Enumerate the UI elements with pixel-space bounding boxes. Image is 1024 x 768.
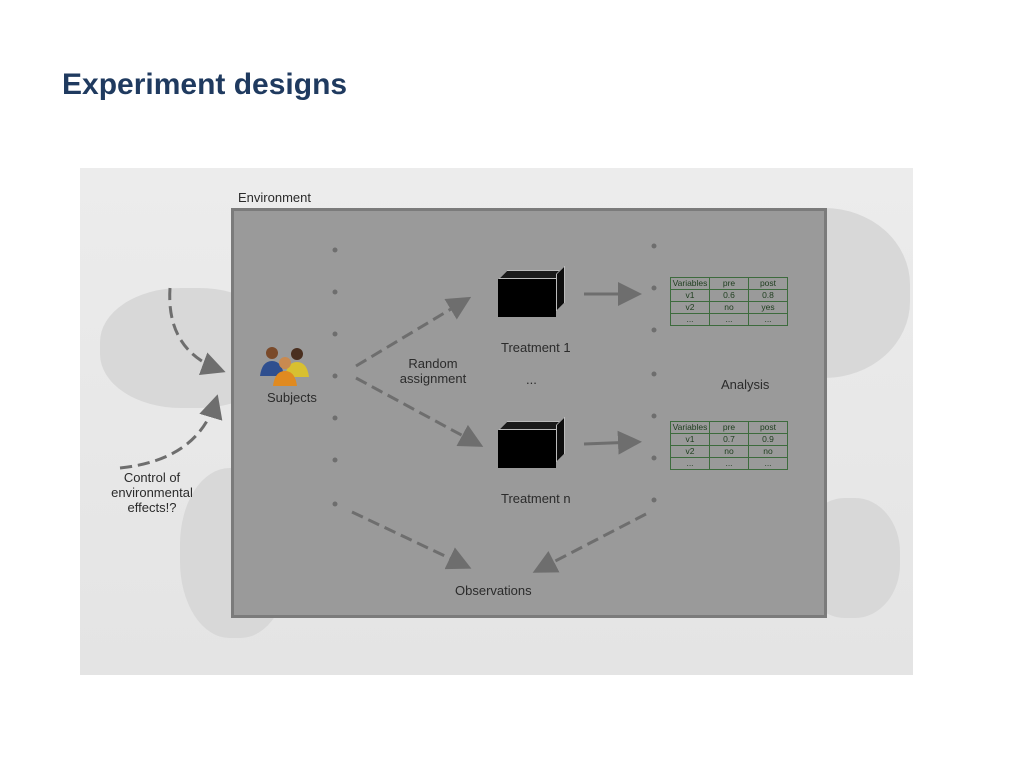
table-header-cell: post <box>748 421 788 434</box>
table-cell: ... <box>748 457 788 470</box>
treatment-n-box <box>498 416 565 468</box>
environment-label: Environment <box>238 190 311 205</box>
table-cell: 0.6 <box>709 289 749 302</box>
observation-arrow-left <box>351 510 472 570</box>
table-cell: yes <box>748 301 788 314</box>
table-row: v1 0.7 0.9 <box>670 433 788 446</box>
table-row: ... ... ... <box>670 457 788 470</box>
table-cell: ... <box>709 313 749 326</box>
table-header-cell: Variables <box>670 421 710 434</box>
observations-label: Observations <box>455 583 532 598</box>
table-cell: ... <box>709 457 749 470</box>
treatment-arrow-n <box>583 430 642 455</box>
dotted-separator <box>332 243 657 507</box>
treatment-1-label: Treatment 1 <box>501 340 571 355</box>
diagram-arrows <box>119 243 657 573</box>
table-row: ... ... ... <box>670 313 788 326</box>
random-assignment-label: Random assignment <box>399 356 467 386</box>
table-cell: ... <box>670 313 710 326</box>
subjects-label: Subjects <box>267 390 317 405</box>
table-header-row: Variables pre post <box>670 421 788 434</box>
table-cell: no <box>709 301 749 314</box>
table-row: v1 0.6 0.8 <box>670 289 788 302</box>
table-row: v2 no no <box>670 445 788 458</box>
table-header-cell: post <box>748 277 788 290</box>
ellipsis-label: ... <box>526 372 537 387</box>
assignment-arrow-up <box>355 296 472 368</box>
observation-arrow-right <box>532 512 647 573</box>
table-cell: ... <box>670 457 710 470</box>
environment-arrow-bottom <box>119 394 223 470</box>
table-cell: v1 <box>670 289 710 302</box>
cube-top <box>498 270 565 279</box>
control-label: Control of environmental effects!? <box>111 470 193 515</box>
table-row: v2 no yes <box>670 301 788 314</box>
table-header-cell: Variables <box>670 277 710 290</box>
slide-title: Experiment designs <box>62 68 348 101</box>
table-cell: v2 <box>670 445 710 458</box>
environment-arrow-top <box>168 287 226 375</box>
table-header-cell: pre <box>709 277 749 290</box>
table-cell: ... <box>748 313 788 326</box>
subjects-icon <box>260 347 309 386</box>
variables-table-2: Variables pre post v1 0.7 0.9 v2 no no .… <box>670 421 788 470</box>
treatment-n-label: Treatment n <box>501 491 571 506</box>
treatment-1-box <box>498 265 565 317</box>
table-cell: no <box>709 445 749 458</box>
table-cell: no <box>748 445 788 458</box>
table-cell: v1 <box>670 433 710 446</box>
variables-table-1: Variables pre post v1 0.6 0.8 v2 no yes … <box>670 277 788 326</box>
table-header-cell: pre <box>709 421 749 434</box>
table-cell: 0.9 <box>748 433 788 446</box>
table-header-row: Variables pre post <box>670 277 788 290</box>
assignment-arrow-down <box>355 376 484 447</box>
table-cell: v2 <box>670 301 710 314</box>
experiment-diagram: Environment <box>80 168 913 675</box>
analysis-label: Analysis <box>721 377 770 392</box>
table-cell: 0.7 <box>709 433 749 446</box>
table-cell: 0.8 <box>748 289 788 302</box>
cube-top <box>498 421 565 430</box>
